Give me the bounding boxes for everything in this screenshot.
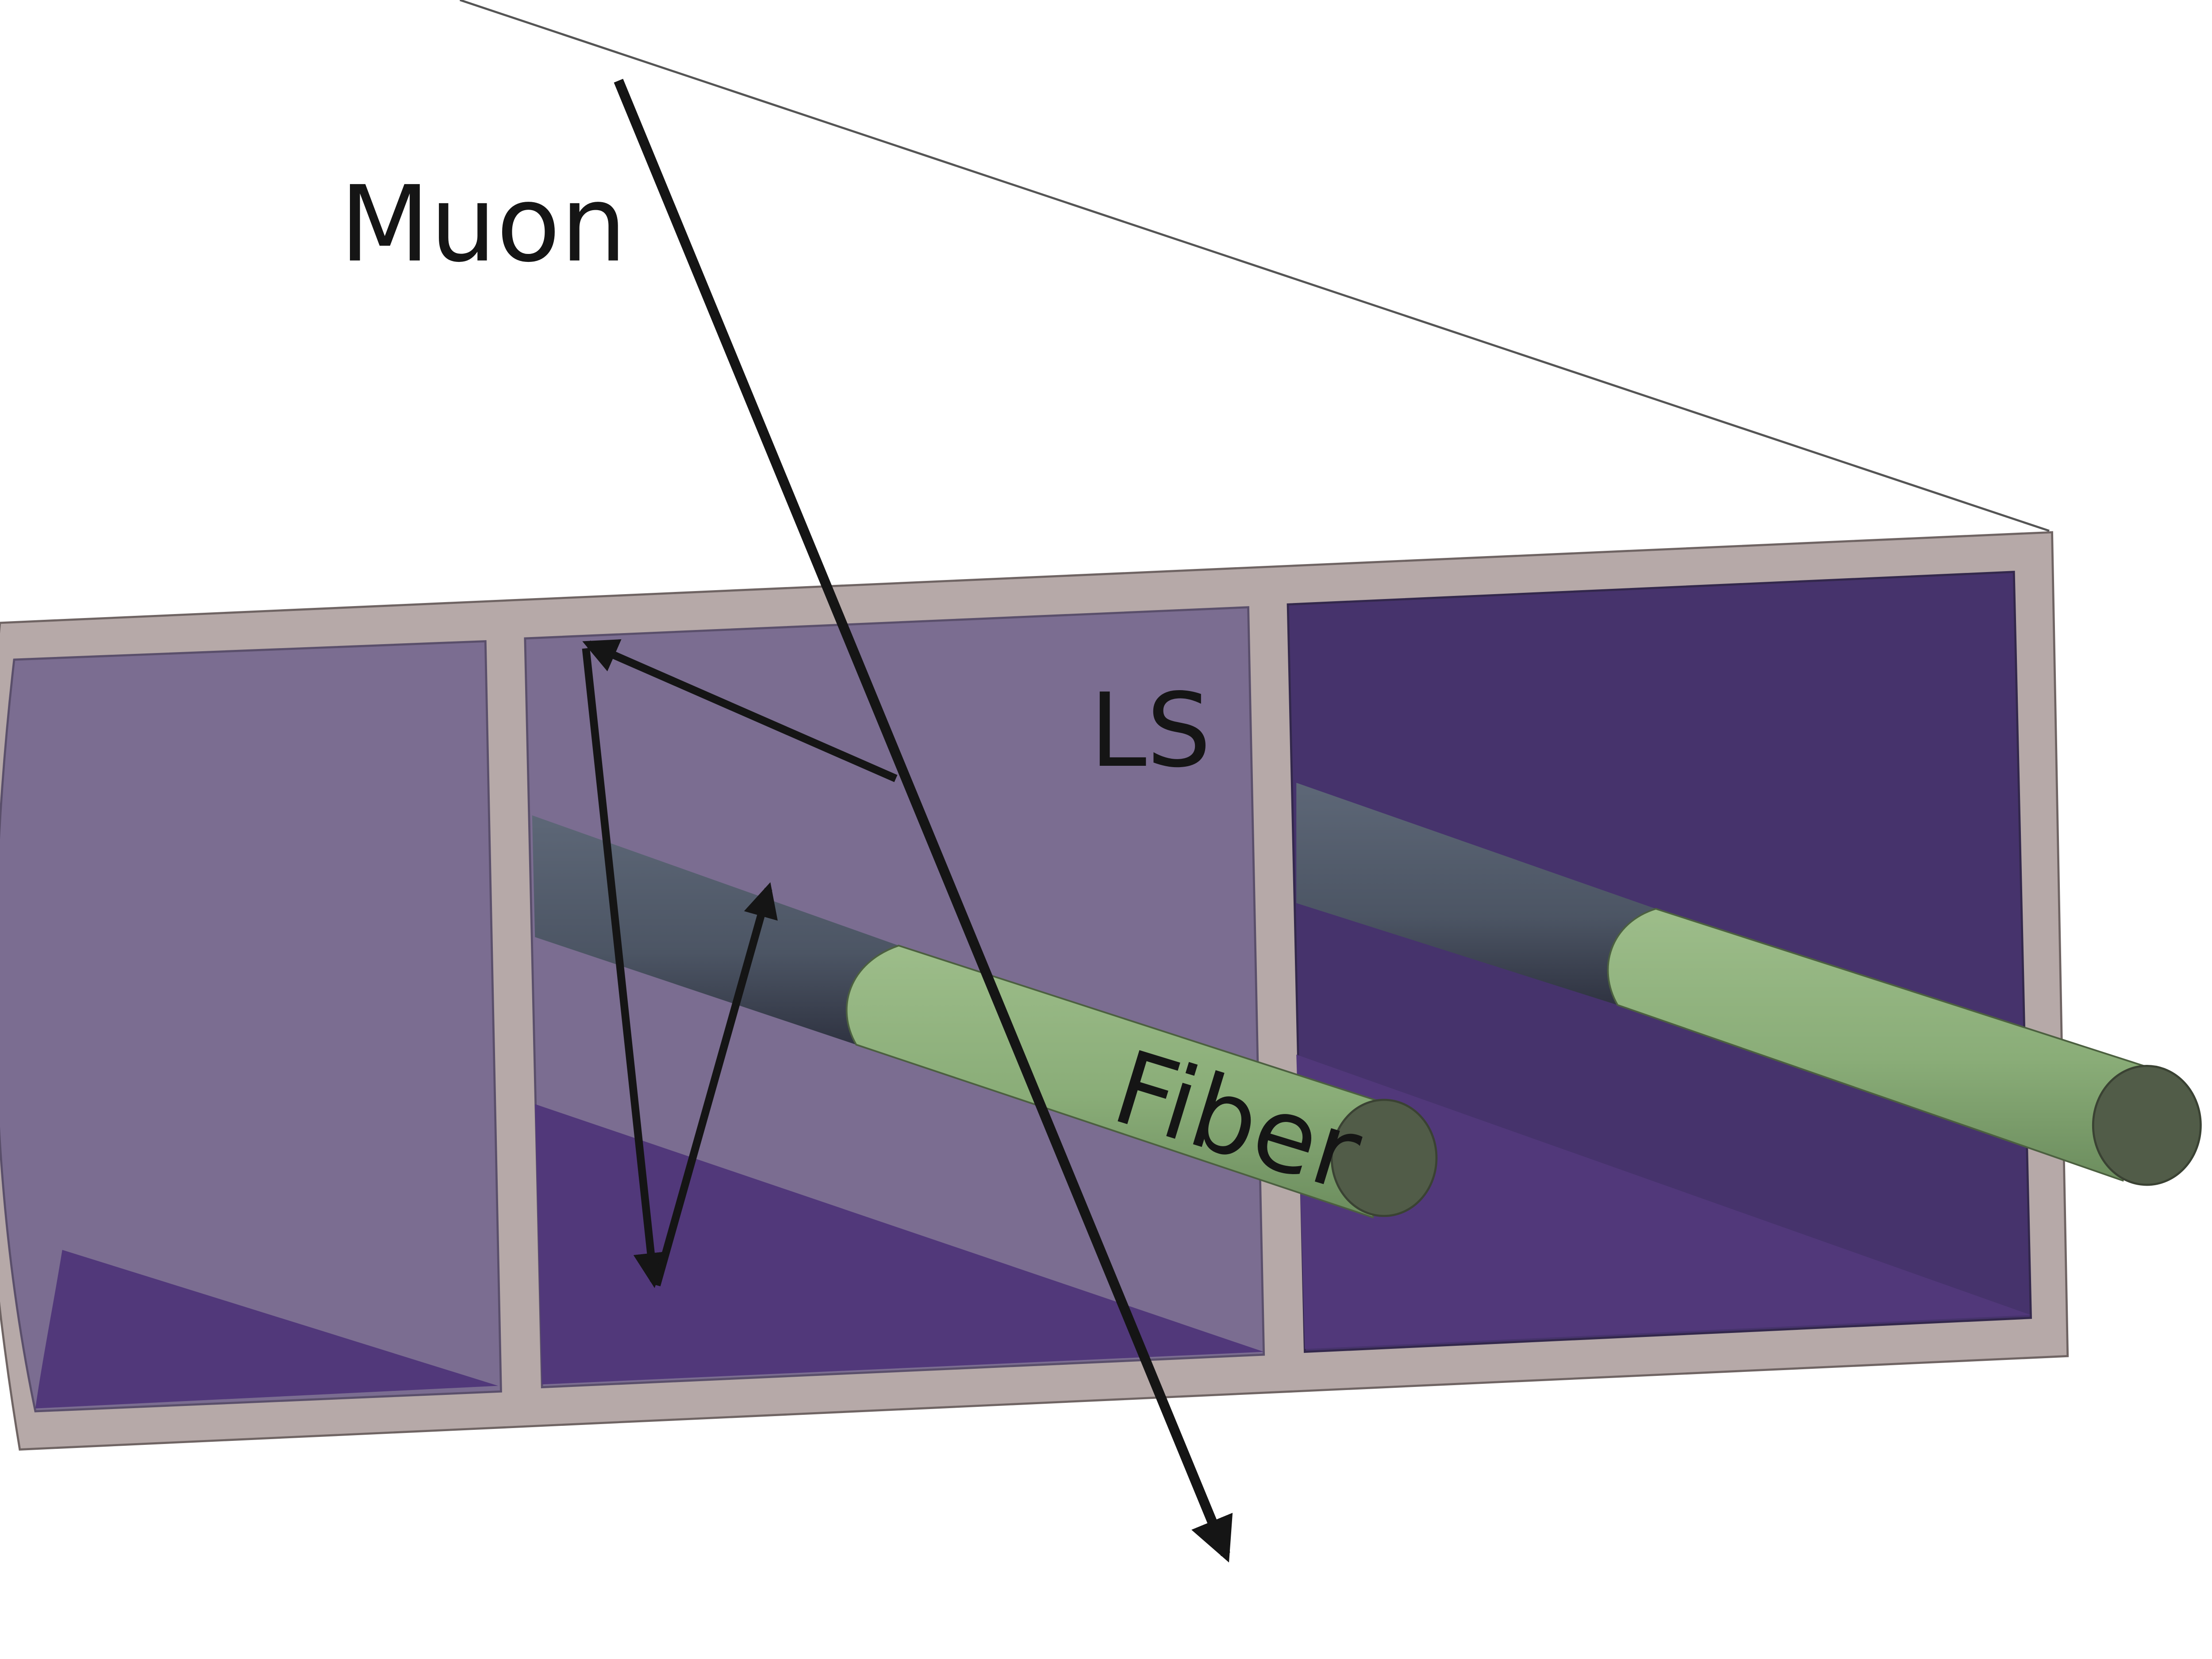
muon-track-arrow bbox=[614, 79, 1233, 1563]
left-cell bbox=[0, 640, 502, 1413]
light-ray-1-arrow bbox=[582, 639, 898, 782]
fiber-right bbox=[1296, 783, 2202, 1186]
muon-label: Muon bbox=[340, 163, 627, 285]
ls-label: LS bbox=[1090, 672, 1211, 790]
zoom-guide-line bbox=[459, 0, 2050, 532]
light-ray-3-arrow bbox=[653, 882, 778, 1286]
fiber-middle-end-face bbox=[1330, 1098, 1438, 1217]
fiber-right-end-face bbox=[2092, 1064, 2202, 1186]
fiber-middle bbox=[532, 815, 1438, 1219]
light-ray-2-arrow bbox=[582, 648, 668, 1288]
